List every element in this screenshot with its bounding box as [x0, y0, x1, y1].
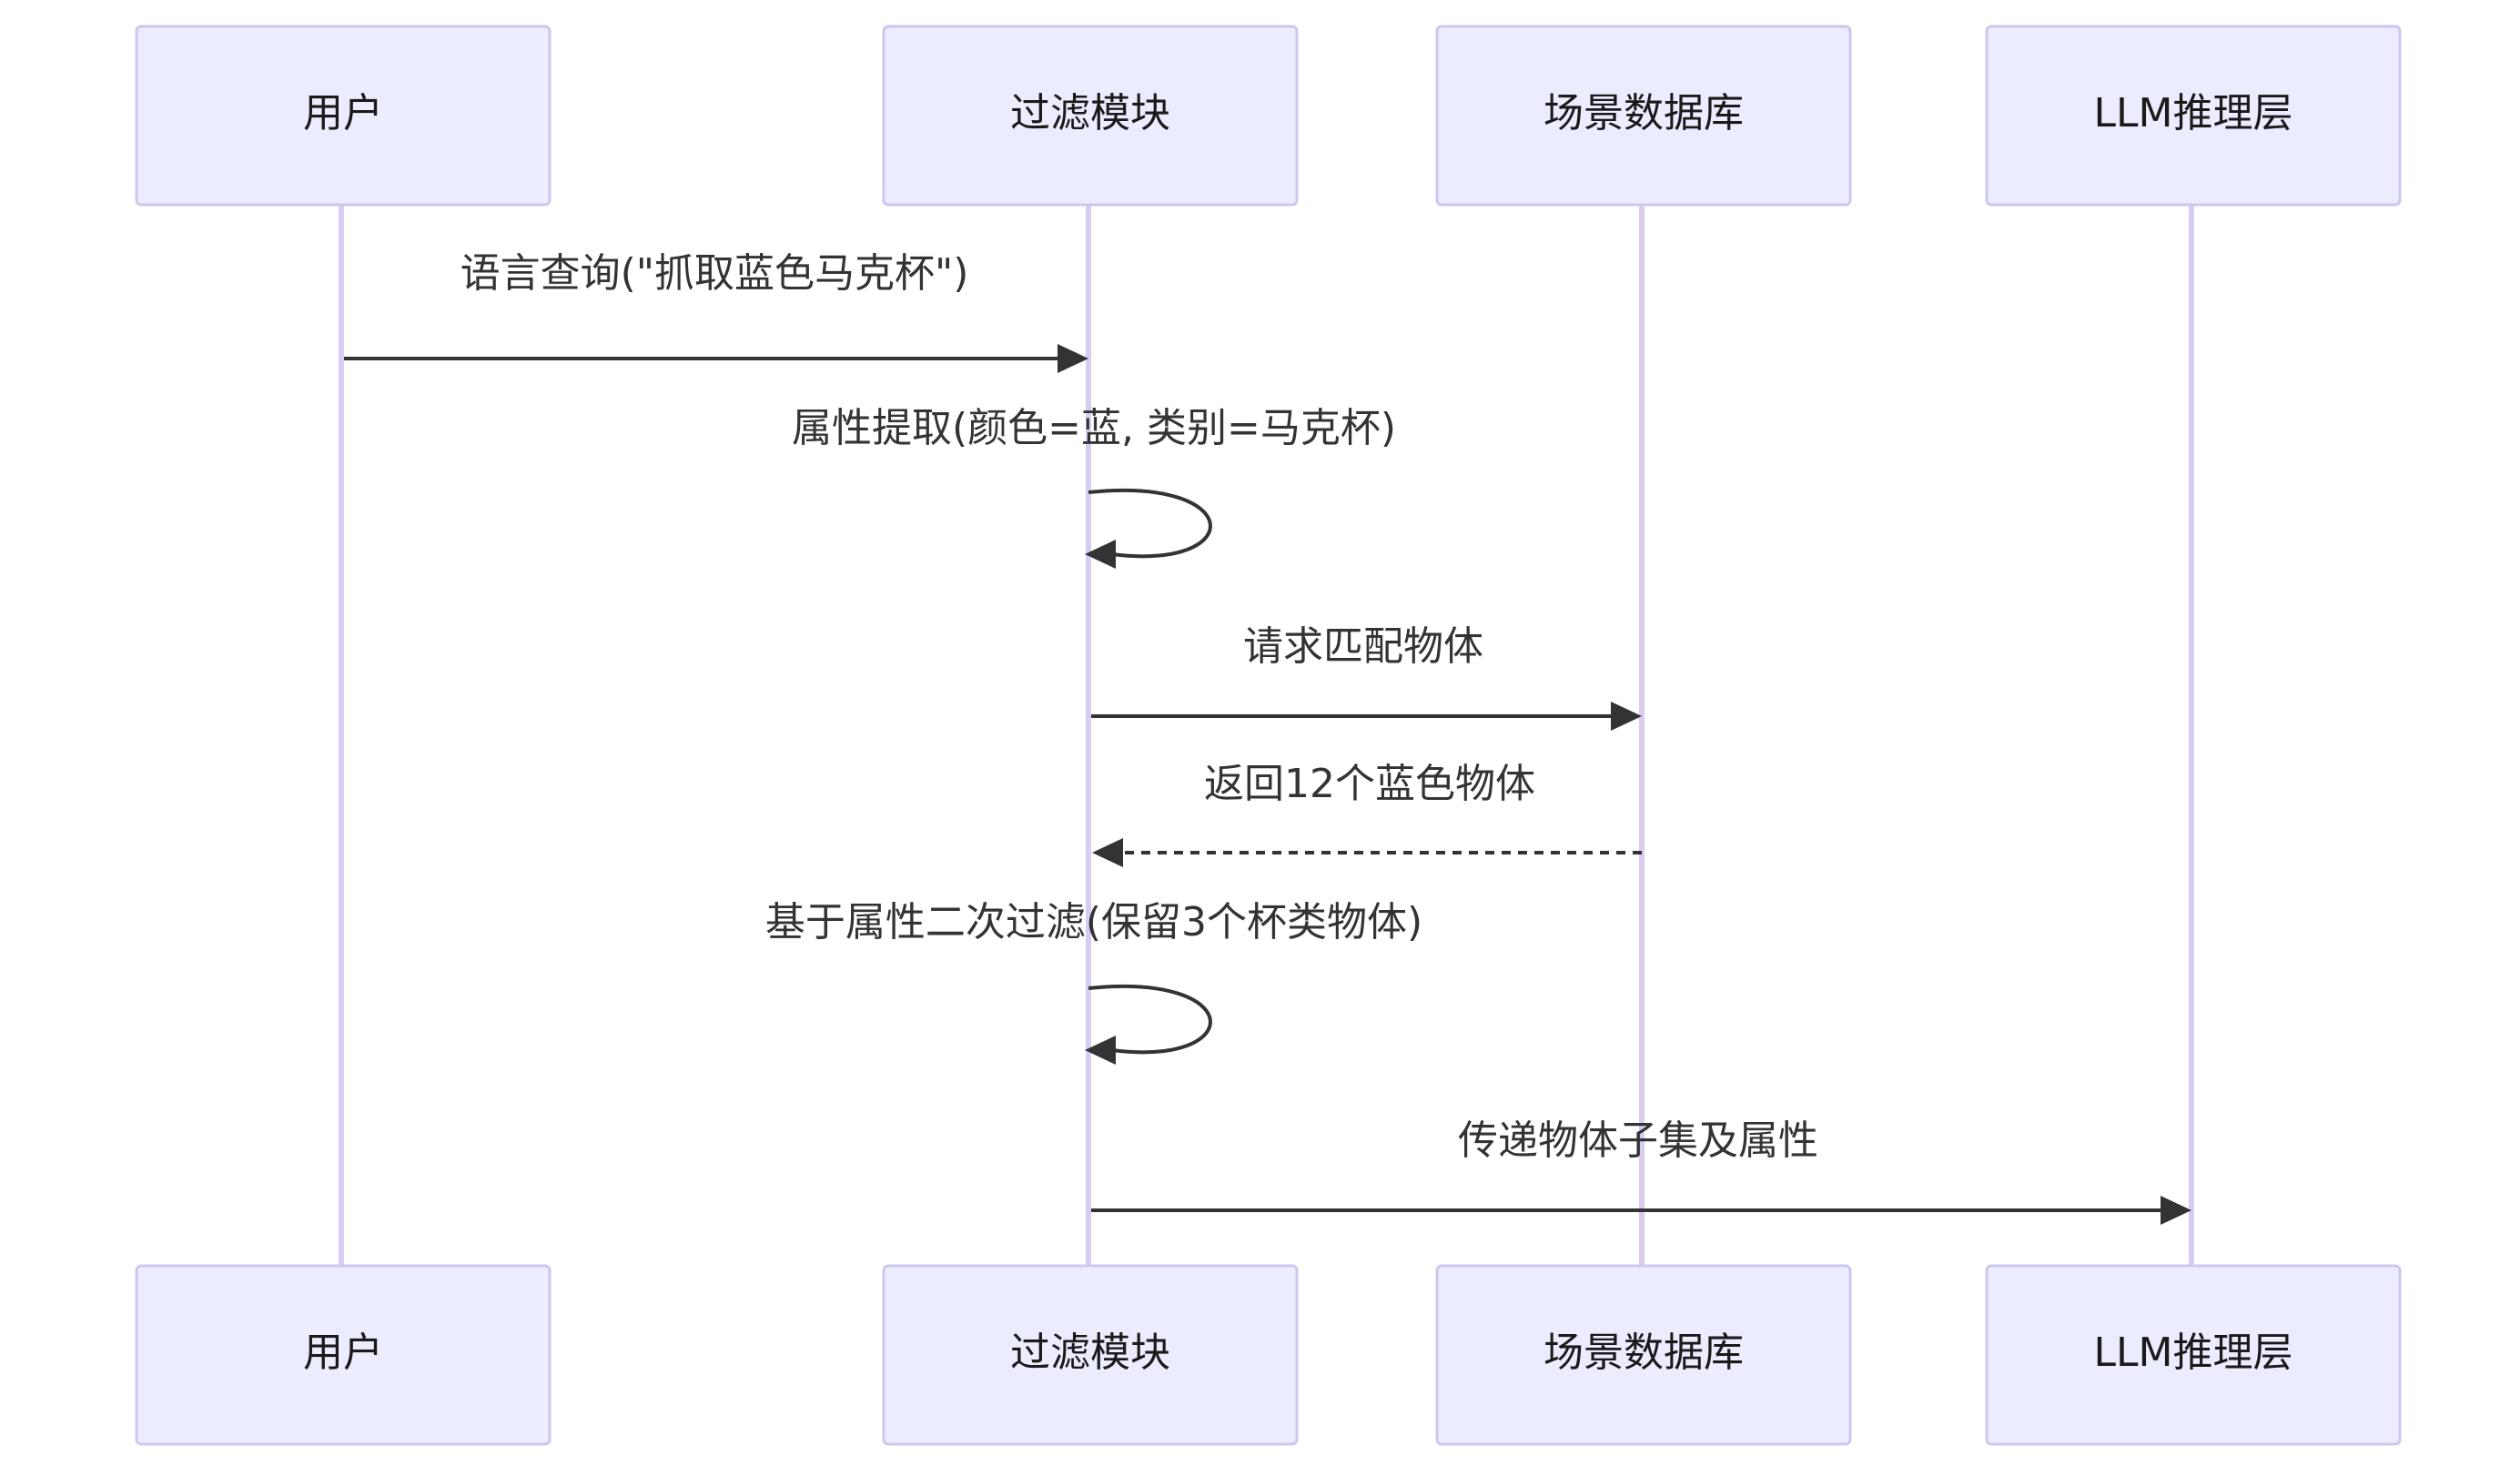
- message-secondary-filter: 基于属性二次过滤(保留3个杯类物体): [765, 899, 1422, 1065]
- participant-filter-top: 过滤模块: [882, 25, 1299, 207]
- participant-label: 用户: [303, 90, 383, 136]
- message-query: 语言查询("抓取蓝色马克杯"): [344, 250, 1088, 373]
- participant-user-top: 用户: [135, 25, 552, 207]
- message-label: 基于属性二次过滤(保留3个杯类物体): [765, 899, 1422, 945]
- participant-llm-bottom: LLM推理层: [1985, 1264, 2402, 1446]
- participant-scene-db-bottom: 场景数据库: [1435, 1264, 1852, 1446]
- message-label: 返回12个蓝色物体: [1204, 761, 1535, 807]
- arrowhead-icon: [1092, 838, 1123, 867]
- participant-label: 过滤模块: [1010, 90, 1170, 136]
- message-return-objects: 返回12个蓝色物体: [1092, 761, 1642, 867]
- participant-label: LLM推理层: [2094, 90, 2293, 136]
- participant-label: 场景数据库: [1543, 1330, 1744, 1376]
- message-label: 属性提取(颜色=蓝, 类别=马克杯): [792, 405, 1396, 451]
- message-attribute-extract: 属性提取(颜色=蓝, 类别=马克杯): [792, 405, 1396, 569]
- participant-user-bottom: 用户: [135, 1264, 552, 1446]
- message-label: 请求匹配物体: [1243, 623, 1483, 670]
- message-pass-subset: 传递物体子集及属性: [1091, 1117, 2191, 1225]
- participant-llm-top: LLM推理层: [1985, 25, 2402, 207]
- message-self-loop: [1088, 488, 1212, 559]
- participant-label: LLM推理层: [2094, 1330, 2293, 1376]
- arrowhead-icon: [1611, 702, 1642, 731]
- message-self-loop: [1088, 984, 1212, 1055]
- arrowhead-icon: [2161, 1196, 2191, 1225]
- message-label: 语言查询("抓取蓝色马克杯"): [460, 250, 969, 297]
- message-request-match: 请求匹配物体: [1091, 623, 1642, 731]
- participant-label: 过滤模块: [1010, 1330, 1170, 1376]
- arrowhead-icon: [1085, 1036, 1116, 1065]
- participant-scene-db-top: 场景数据库: [1435, 25, 1852, 207]
- participant-filter-bottom: 过滤模块: [882, 1264, 1299, 1446]
- arrowhead-icon: [1085, 540, 1116, 569]
- arrowhead-icon: [1058, 344, 1088, 373]
- participant-label: 用户: [303, 1330, 383, 1376]
- participant-label: 场景数据库: [1543, 90, 1744, 136]
- message-label: 传递物体子集及属性: [1458, 1117, 1818, 1164]
